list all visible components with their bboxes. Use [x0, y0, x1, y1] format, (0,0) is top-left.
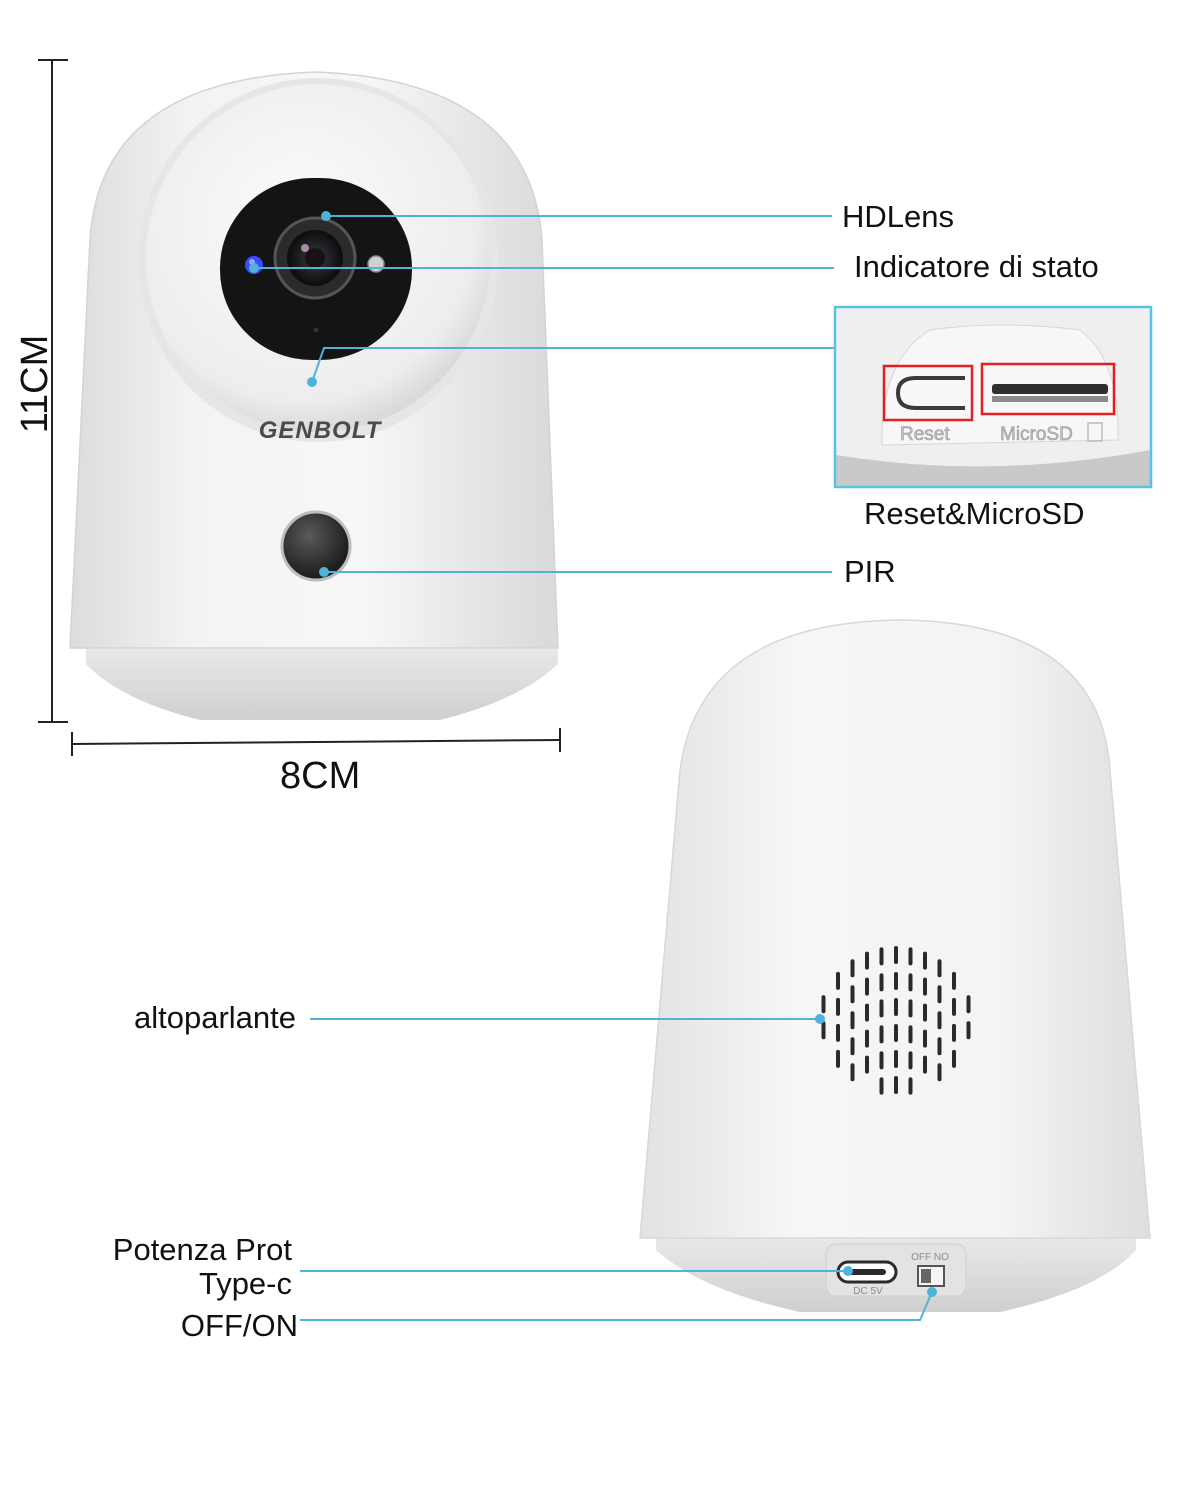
reset-microsd-inset: Reset MicroSD — [833, 305, 1153, 489]
speaker-grille-icon — [821, 946, 971, 1095]
switch-label: OFF NO — [911, 1252, 949, 1263]
ir-sensor-icon — [367, 255, 385, 273]
microsd-highlight-box — [980, 362, 1116, 416]
front-camera — [69, 71, 559, 720]
off-on-label: OFF/ON — [180, 1308, 298, 1343]
width-dimension-line — [71, 728, 561, 756]
status-indicator-leader — [249, 263, 834, 273]
dc-5v-label: DC 5V — [853, 1286, 883, 1297]
power-port-label: Potenza Prot — [112, 1232, 292, 1267]
microphone-hole-icon — [313, 327, 319, 333]
type-c-label: Type-c — [198, 1266, 292, 1301]
inset-leader — [307, 347, 834, 387]
off-on-leader — [300, 1287, 937, 1321]
height-label: 11CM — [14, 334, 56, 434]
back-camera — [639, 619, 1151, 1312]
type-c-leader — [300, 1266, 853, 1276]
height-dimension-line — [38, 59, 68, 723]
hd-lens-leader — [321, 211, 832, 221]
width-label: 8CM — [280, 755, 361, 797]
reset-microsd-label: Reset&MicroSD — [864, 496, 1085, 531]
pir-leader — [319, 567, 832, 577]
hd-lens-label: HDLens — [842, 199, 954, 234]
reset-pin-icon — [895, 376, 965, 410]
genbolt-logo: GENBOLT — [259, 417, 383, 444]
status-indicator-label: Indicatore di stato — [854, 249, 1099, 284]
speaker-label: altoparlante — [133, 1000, 296, 1035]
pir-sensor-icon — [280, 510, 352, 582]
microsd-slot-icon — [992, 384, 1108, 394]
inset-microsd-label: MicroSD — [1000, 424, 1073, 445]
reset-highlight-box — [882, 364, 974, 422]
inset-border — [833, 305, 1153, 489]
speaker-leader — [310, 1014, 825, 1024]
front-camera-base — [86, 648, 558, 720]
inset-reset-label: Reset — [900, 424, 950, 445]
pir-label: PIR — [844, 554, 896, 589]
leader-lines — [249, 211, 937, 1321]
back-camera-body — [639, 619, 1151, 1239]
